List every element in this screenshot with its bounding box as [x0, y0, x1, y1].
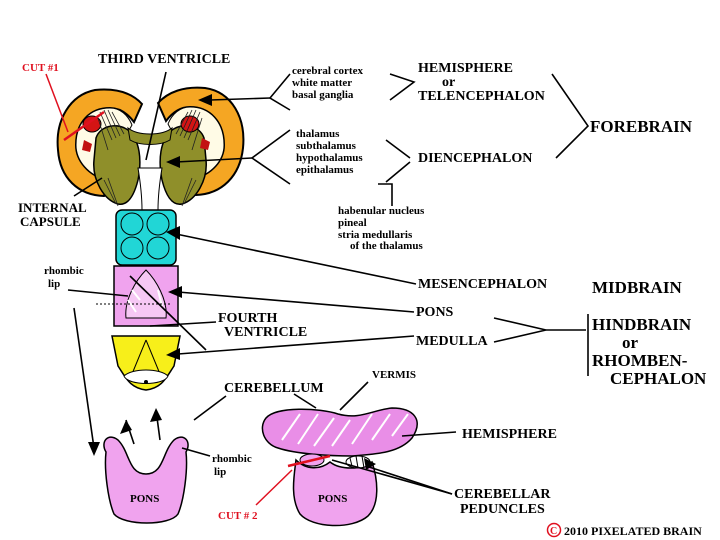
fourth-ventricle-label-2: VENTRICLE	[224, 325, 307, 340]
fourth-ventricle-label-1: FOURTH	[218, 311, 278, 326]
epithalamus-label: epithalamus	[296, 164, 354, 176]
cerebral-cortex-label: cerebral cortex	[292, 65, 363, 77]
left-red-streak	[82, 140, 92, 152]
pons-u-shape	[103, 436, 189, 524]
cerebellum-inner	[123, 369, 169, 384]
hindbrain-drawing	[113, 265, 179, 327]
third-ventricle-stem	[137, 167, 163, 211]
cut2-label: CUT # 2	[218, 510, 258, 522]
forebrain-drawing	[56, 86, 245, 211]
pons-right-shape	[292, 458, 378, 527]
internal-capsule-label-1: INTERNAL	[18, 200, 87, 215]
cerebellar-peduncles-label-2: PEDUNCLES	[460, 502, 545, 517]
cerebellum-dot	[144, 380, 148, 384]
copyright-symbol: C	[550, 526, 557, 537]
pineal-label: pineal	[338, 217, 367, 229]
thalamus-label: thalamus	[296, 128, 340, 140]
left-red-nucleus	[82, 115, 102, 133]
subthalamus-label: subthalamus	[296, 140, 357, 152]
left-thalamus	[93, 125, 141, 205]
rhombic-lip-top-label-1: rhombic	[44, 265, 84, 277]
white-matter-label: white matter	[292, 77, 352, 89]
rhombencephalon-label-2: CEPHALON	[610, 369, 707, 388]
or-mid-label: or	[622, 333, 639, 352]
habenular-nucleus-label: habenular nucleus	[338, 205, 425, 217]
cerebellar-peduncles-label-1: CEREBELLAR	[454, 487, 551, 502]
cerebellar-hemisphere	[261, 407, 418, 457]
connector-lines	[67, 71, 590, 495]
pons-label: PONS	[416, 305, 454, 320]
telencephalon-label: TELENCEPHALON	[418, 89, 545, 104]
or-top-label: or	[442, 75, 455, 90]
stria-medullaris-label: stria medullaris	[338, 229, 413, 241]
cut2-pointer	[255, 469, 293, 506]
third-ventricle-label: THIRD VENTRICLE	[98, 52, 230, 67]
copyright-label: 2010 PIXELATED BRAIN	[564, 524, 702, 538]
internal-capsule-label-2: CAPSULE	[20, 214, 81, 229]
right-red-streak	[200, 138, 210, 150]
hypothalamus-label: hypothalamus	[296, 152, 363, 164]
colliculus-4	[146, 236, 170, 260]
forebrain-label: FOREBRAIN	[590, 117, 693, 136]
cerebellar-hatching	[281, 413, 409, 447]
hindbrain-label: HINDBRAIN	[592, 315, 692, 334]
hemisphere-bottom-label: HEMISPHERE	[462, 427, 557, 442]
fourth-ventricle-hatch	[127, 289, 163, 313]
of-the-thalamus-label: of the thalamus	[350, 240, 423, 252]
pons-left-label: PONS	[130, 493, 159, 505]
medulla-label: MEDULLA	[416, 334, 488, 349]
cerebellum-section-right	[261, 407, 418, 527]
cut1-label: CUT #1	[22, 62, 59, 74]
rhombencephalon-label-1: RHOMBEN-	[592, 351, 688, 370]
pons-right-label: PONS	[318, 493, 347, 505]
cerebellum-drawing	[111, 335, 181, 391]
rhombic-lip-top-label-2: lip	[48, 278, 60, 290]
cut2-line	[287, 454, 331, 468]
mesencephalon-label: MESENCEPHALON	[418, 277, 547, 292]
copyright-circle	[546, 522, 562, 538]
cerebellum-midline	[131, 339, 161, 375]
vermis-label: VERMIS	[372, 369, 416, 381]
diencephalon-label: DIENCEPHALON	[418, 151, 532, 166]
arrowheads	[88, 94, 376, 470]
rhombic-lip-bottom-label-2: lip	[214, 466, 226, 478]
cut1-pointer	[45, 73, 69, 133]
basal-ganglia-label: basal ganglia	[292, 89, 354, 101]
hemisphere-top-label: HEMISPHERE	[418, 61, 513, 76]
mesencephalon-drawing	[115, 209, 177, 266]
colliculus-3	[120, 236, 144, 260]
cerebellum-label: CEREBELLUM	[224, 381, 324, 396]
internal-capsule-fibers	[97, 109, 203, 207]
peduncle-fibers	[349, 455, 365, 469]
pons-section-left	[103, 436, 189, 524]
midbrain-label: MIDBRAIN	[592, 278, 682, 297]
midline-olive-band	[127, 126, 173, 145]
colliculus-2	[146, 212, 170, 236]
cut1-line	[63, 110, 105, 142]
colliculus-1	[120, 212, 144, 236]
rhombic-lip-bottom-label-1: rhombic	[212, 453, 252, 465]
